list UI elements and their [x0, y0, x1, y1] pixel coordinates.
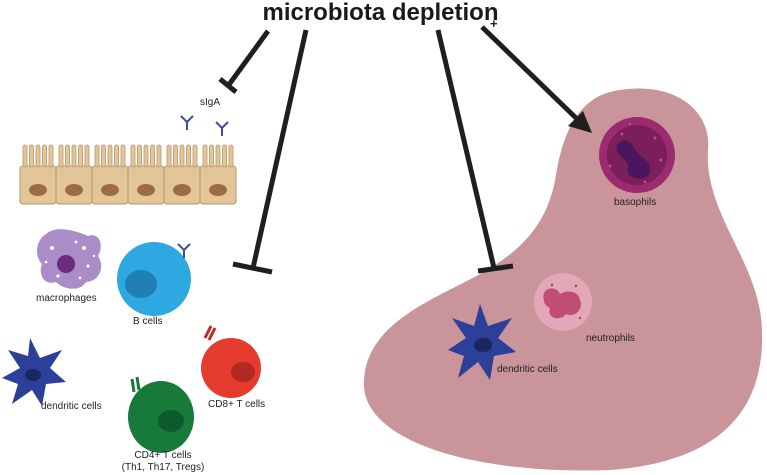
label-siga: sIgA [200, 97, 221, 108]
label-dendritic-right: dendritic cells [497, 364, 558, 375]
epithelial-cell [127, 144, 165, 205]
macrophage-cell [37, 229, 102, 289]
label-cd4-subsets: (Th1, Th17, Tregs) [121, 462, 205, 473]
cd4-t-cell [128, 376, 194, 453]
b-cell [117, 242, 191, 316]
dendritic-cell-left [2, 338, 66, 406]
epithelial-cell [199, 144, 237, 205]
label-cd8: CD8+ T cells [208, 399, 266, 410]
label-dendritic-left: dendritic cells [41, 401, 102, 412]
label-b-cells: B cells [133, 316, 163, 327]
label-basophils: basophils [614, 197, 657, 208]
plus-sign: + [490, 16, 498, 31]
dendritic-cell-right [448, 304, 516, 380]
inhibition-arrow-bcells [232, 29, 309, 275]
inhibition-arrow-dendritic [435, 29, 514, 274]
epithelial-cell [55, 144, 93, 205]
inhibition-arrow-siga [218, 29, 271, 94]
activation-arrow-basophils [480, 25, 592, 133]
epithelial-cell [163, 144, 201, 205]
epithelium-layer [19, 144, 237, 205]
cd8-t-cell [201, 325, 261, 398]
epithelial-cell [19, 144, 57, 205]
epithelial-cell [91, 144, 129, 205]
antibody-icon [180, 115, 229, 136]
label-neutrophils: neutrophils [586, 333, 635, 344]
label-macrophages: macrophages [36, 293, 97, 304]
label-cd4: CD4+ T cells [134, 450, 192, 461]
neutrophil-cell [534, 273, 592, 331]
diagram-title: microbiota depletion [262, 0, 499, 26]
basophil-cell [599, 117, 675, 193]
